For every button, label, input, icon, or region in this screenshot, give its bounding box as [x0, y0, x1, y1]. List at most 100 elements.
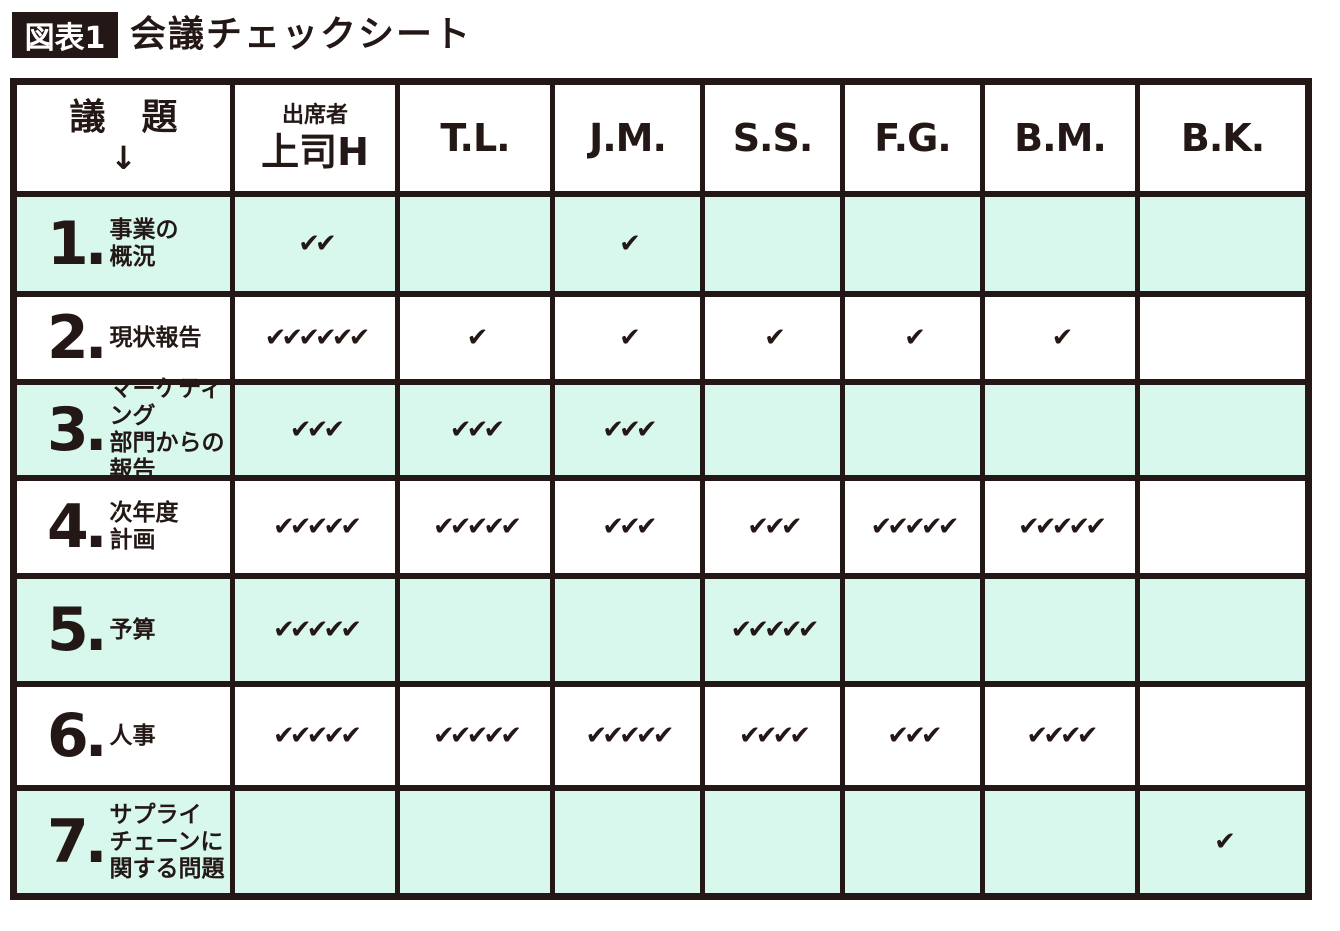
topic-cell: 1.事業の 概況 — [17, 197, 235, 297]
check-mark-icon: ✔ — [264, 323, 287, 353]
check-cell — [1140, 197, 1305, 297]
check-mark-icon: ✔ — [904, 323, 926, 353]
header-topic: 議 題 ↓ — [17, 85, 235, 197]
check-mark-icon: ✔ — [340, 512, 362, 542]
topic-number: 4. — [47, 492, 108, 562]
check-mark-icon: ✔ — [449, 512, 472, 542]
check-cell: ✔✔ — [235, 197, 400, 297]
check-cell: ✔✔✔✔ — [705, 687, 845, 791]
check-mark-icon: ✔ — [323, 721, 345, 751]
topic-number: 6. — [47, 701, 108, 771]
check-cell: ✔✔✔✔✔ — [235, 481, 400, 579]
check-mark-icon: ✔ — [289, 615, 312, 645]
check-mark-icon: ✔ — [340, 615, 362, 645]
header-attendee-4: F.G. — [845, 85, 985, 197]
check-cell — [1140, 687, 1305, 791]
check-mark-icon: ✔ — [483, 415, 505, 445]
check-mark-icon: ✔ — [466, 721, 489, 751]
topic-cell: 3.マーケティング 部門からの報告 — [17, 376, 235, 483]
check-cell: ✔✔✔✔ — [985, 687, 1140, 791]
header-attendee-0: 出席者 上司H — [235, 85, 400, 197]
check-mark-icon: ✔ — [306, 415, 329, 445]
topic-label: サプライ チェーンに 関する問題 — [109, 801, 225, 882]
check-mark-icon: ✔ — [466, 512, 489, 542]
check-cell: ✔ — [555, 297, 705, 385]
figure-title: 会議チェックシート — [130, 14, 473, 55]
check-mark-icon: ✔ — [652, 721, 675, 751]
check-mark-icon: ✔ — [619, 721, 641, 751]
check-mark-icon: ✔ — [635, 415, 658, 445]
check-mark-icon: ✔ — [619, 512, 641, 542]
check-mark-icon: ✔ — [920, 512, 943, 542]
check-cell: ✔✔✔✔✔ — [705, 579, 845, 687]
check-mark-icon: ✔ — [1051, 512, 1074, 542]
check-cell — [555, 579, 705, 687]
check-mark-icon: ✔ — [887, 512, 909, 542]
check-mark-icon: ✔ — [273, 512, 295, 542]
check-cell — [985, 579, 1140, 687]
check-mark-icon: ✔ — [789, 721, 811, 751]
check-cell: ✔✔✔✔✔ — [555, 687, 705, 791]
topic-label: 人事 — [109, 722, 156, 749]
topic-label: 現状報告 — [109, 324, 202, 351]
check-cell — [845, 197, 985, 297]
check-cell: ✔ — [1140, 791, 1305, 893]
check-cell — [400, 579, 555, 687]
check-cell — [705, 385, 845, 481]
check-mark-icon: ✔ — [602, 512, 624, 542]
check-mark-icon: ✔ — [937, 512, 960, 542]
check-mark-icon: ✔ — [780, 512, 803, 542]
topic-header-label: 議 題 — [69, 97, 178, 138]
check-cell — [985, 791, 1140, 893]
check-mark-icon: ✔ — [433, 512, 455, 542]
attendee-name: 上司H — [261, 130, 369, 174]
check-cell: ✔ — [555, 197, 705, 297]
check-mark-icon: ✔ — [306, 615, 329, 645]
check-mark-icon: ✔ — [281, 323, 303, 353]
topic-cell: 5.予算 — [17, 579, 235, 687]
check-cell: ✔✔✔ — [705, 481, 845, 579]
check-mark-icon: ✔ — [466, 415, 489, 445]
check-mark-icon: ✔ — [635, 721, 658, 751]
check-cell — [400, 197, 555, 297]
topic-number: 7. — [47, 807, 108, 877]
check-cell: ✔✔✔ — [555, 481, 705, 579]
check-mark-icon: ✔ — [602, 721, 624, 751]
check-mark-icon: ✔ — [635, 512, 658, 542]
check-cell — [1140, 385, 1305, 481]
check-mark-icon: ✔ — [298, 229, 320, 259]
check-mark-icon: ✔ — [289, 721, 312, 751]
topic-number: 5. — [47, 595, 108, 665]
check-mark-icon: ✔ — [870, 512, 893, 542]
check-mark-icon: ✔ — [315, 323, 337, 353]
check-cell: ✔✔✔✔✔ — [235, 687, 400, 791]
check-mark-icon: ✔ — [1085, 512, 1107, 542]
figure-label: 図表1 — [12, 12, 118, 58]
check-mark-icon: ✔ — [602, 415, 624, 445]
check-mark-icon: ✔ — [738, 721, 761, 751]
check-cell: ✔✔✔✔✔✔ — [235, 297, 400, 385]
check-cell: ✔✔✔✔✔ — [400, 481, 555, 579]
check-cell — [1140, 579, 1305, 687]
check-mark-icon: ✔ — [755, 721, 778, 751]
check-mark-icon: ✔ — [619, 415, 641, 445]
check-cell: ✔✔✔ — [235, 385, 400, 481]
check-mark-icon: ✔ — [1214, 827, 1236, 857]
check-cell — [845, 791, 985, 893]
topic-label: 次年度 計画 — [109, 500, 179, 553]
check-cell — [1140, 481, 1305, 579]
check-mark-icon: ✔ — [323, 615, 345, 645]
check-mark-icon: ✔ — [1026, 721, 1048, 751]
check-cell: ✔ — [705, 297, 845, 385]
check-mark-icon: ✔ — [747, 512, 769, 542]
topic-number: 1. — [47, 209, 108, 279]
check-cell — [845, 385, 985, 481]
check-mark-icon: ✔ — [315, 229, 337, 259]
check-mark-icon: ✔ — [306, 721, 329, 751]
check-cell: ✔✔✔✔✔ — [845, 481, 985, 579]
check-mark-icon: ✔ — [747, 615, 769, 645]
check-cell — [235, 791, 400, 893]
check-cell — [705, 791, 845, 893]
check-mark-icon: ✔ — [585, 721, 608, 751]
header-attendee-3: S.S. — [705, 85, 845, 197]
